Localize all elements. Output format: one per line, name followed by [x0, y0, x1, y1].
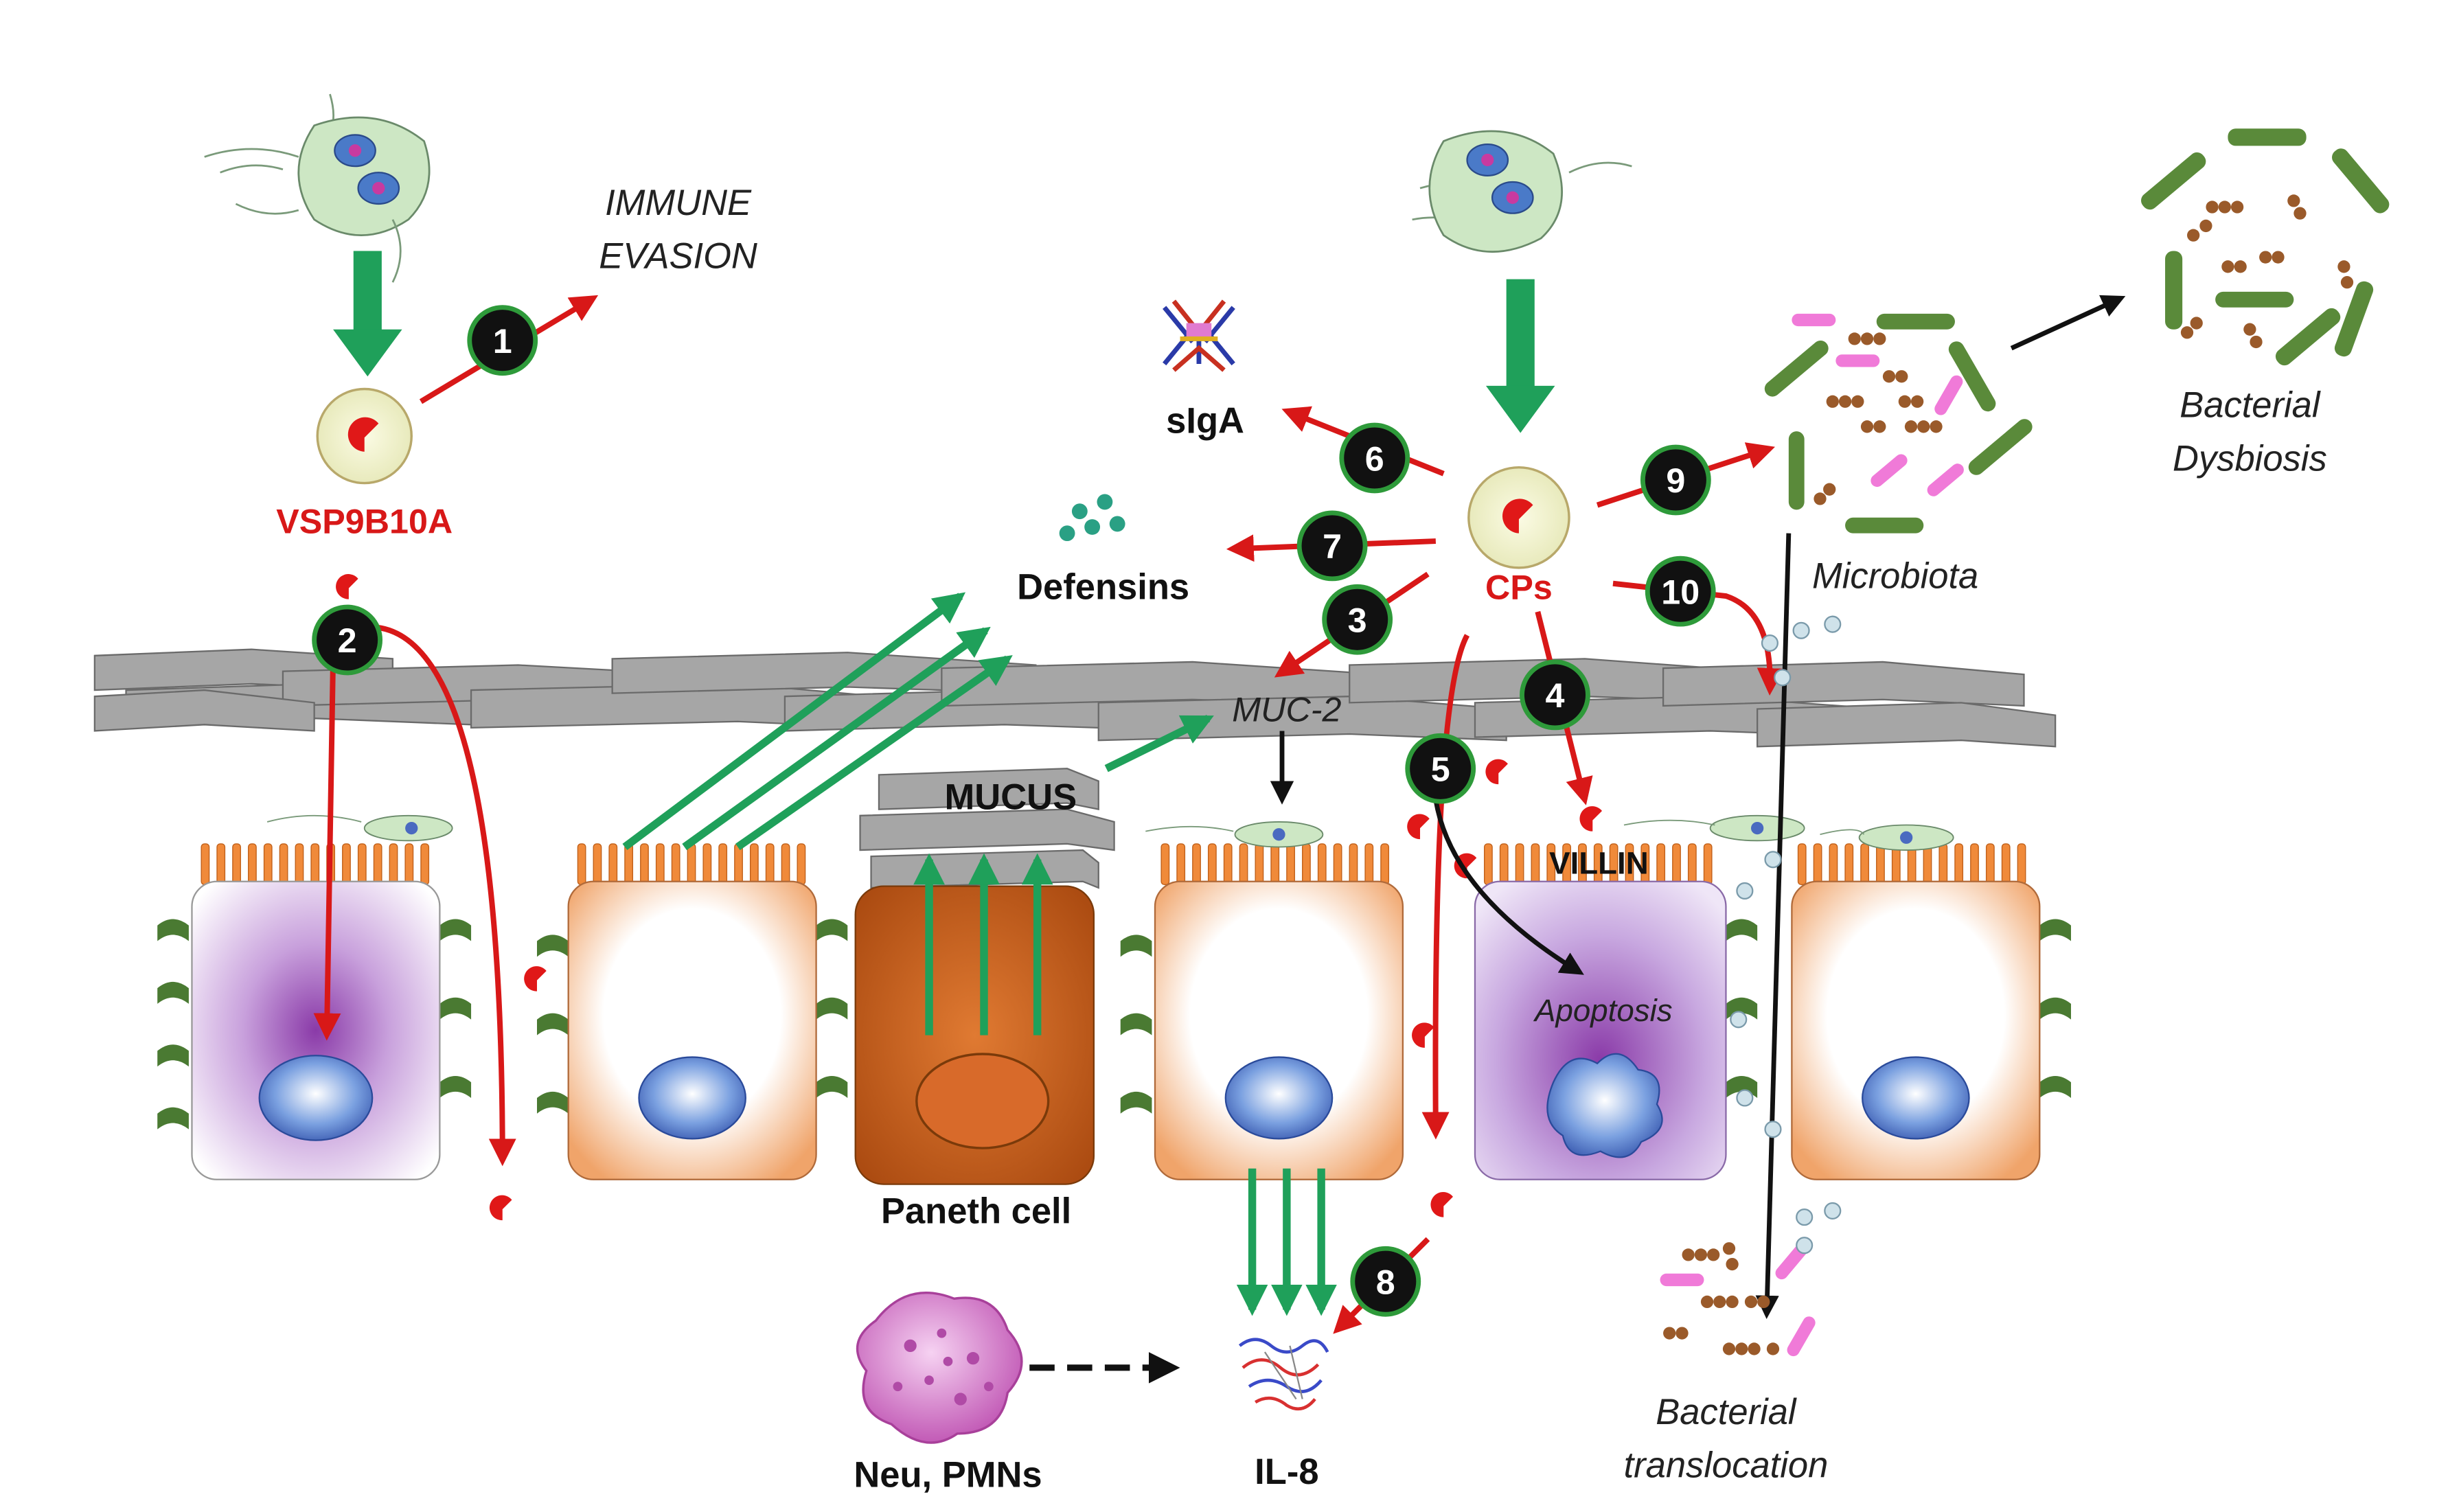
epithelial-cell-4	[1154, 880, 1404, 1180]
siga-label: sIgA	[1166, 400, 1244, 441]
defensin-arrow-2	[682, 626, 991, 851]
step-9: 9	[1666, 461, 1685, 500]
green-down-arrow-right	[1485, 279, 1555, 433]
immune-evasion-label-line1: IMMUNE	[605, 183, 752, 223]
mucus-to-muc2-arrow	[1104, 715, 1214, 772]
cps-label: CPs	[1485, 569, 1553, 607]
giardia-trophozoite-left	[204, 93, 431, 283]
epithelial-cell-2	[567, 880, 817, 1180]
step-6: 6	[1365, 439, 1384, 478]
epithelial-cell-1	[191, 880, 441, 1180]
translocation-arrow	[1755, 533, 1792, 1320]
translocation-label-line2: translocation	[1624, 1445, 1829, 1486]
step-7: 7	[1323, 527, 1342, 566]
villin-label: VILLIN	[1549, 845, 1649, 880]
green-down-arrow-left	[333, 251, 402, 377]
apoptosis-label: Apoptosis	[1533, 993, 1673, 1028]
defensin-molecules	[1059, 494, 1125, 542]
dysbiosis-arrow	[2010, 295, 2126, 351]
labels: IMMUNE EVASION VSP9B10A sIgA Defensins C…	[276, 183, 2326, 1496]
defensin-arrow-3	[735, 655, 1013, 851]
microbiota-cluster	[1764, 313, 2033, 534]
dysbiosis-label-line1: Bacterial	[2180, 385, 2321, 426]
arrow-10	[1612, 580, 1785, 696]
translocated-bacteria	[1660, 1242, 1816, 1357]
green-signal-arrows	[622, 592, 1337, 1316]
mucus-label: MUCUS	[945, 777, 1077, 818]
step-10: 10	[1661, 573, 1700, 611]
paneth-cell-label: Paneth cell	[881, 1191, 1071, 1232]
il8-protein-icon	[1238, 1338, 1329, 1411]
paneth-cell	[854, 885, 1095, 1185]
step-3: 3	[1348, 602, 1367, 640]
immune-evasion-label-line2: EVASION	[599, 236, 757, 277]
microbiota-label: Microbiota	[1812, 556, 1978, 597]
dysbiosis-cluster	[2141, 128, 2390, 366]
fragmented-nucleus	[1546, 1053, 1663, 1158]
il8-label: IL-8	[1255, 1452, 1318, 1492]
step-1: 1	[493, 322, 512, 360]
apoptotic-cell	[1474, 880, 1727, 1180]
step-2: 2	[338, 621, 357, 660]
defensin-arrow-1	[622, 592, 966, 851]
vsp-vesicle	[316, 387, 413, 485]
vsp-label: VSP9B10A	[276, 503, 453, 541]
cps-vesicle	[1467, 466, 1570, 569]
step-numbers: 1 2 3 4 5 6 7 8 9 10	[338, 322, 1700, 1302]
muc2-label: MUC-2	[1232, 691, 1341, 729]
neutrophil-icon	[856, 1292, 1023, 1444]
defensins-label: Defensins	[1017, 567, 1189, 608]
neutrophil-label: Neu, PMNs	[854, 1454, 1042, 1495]
step-8: 8	[1376, 1263, 1395, 1301]
step-badges	[312, 305, 1716, 1317]
arrow-2-into-cell	[313, 658, 341, 1041]
step-4: 4	[1545, 676, 1564, 715]
attached-trophozoites	[363, 814, 1954, 851]
black-arrows	[1270, 295, 2126, 1320]
arrow-2-paracellular	[376, 624, 516, 1167]
giardia-trophozoite-right	[1412, 130, 1632, 253]
epithelial-cell-6	[1791, 880, 2041, 1180]
dysbiosis-label-line2: Dysbiosis	[2173, 438, 2327, 479]
siga-antibody-icon	[1163, 299, 1235, 372]
step-5: 5	[1431, 751, 1450, 789]
tight-junctions	[157, 919, 2071, 1130]
apoptosis-arrow	[1433, 799, 1584, 975]
bacterial-particles	[1730, 615, 1842, 1255]
translocation-label-line1: Bacterial	[1656, 1392, 1797, 1432]
mucus-layer	[93, 648, 2057, 889]
